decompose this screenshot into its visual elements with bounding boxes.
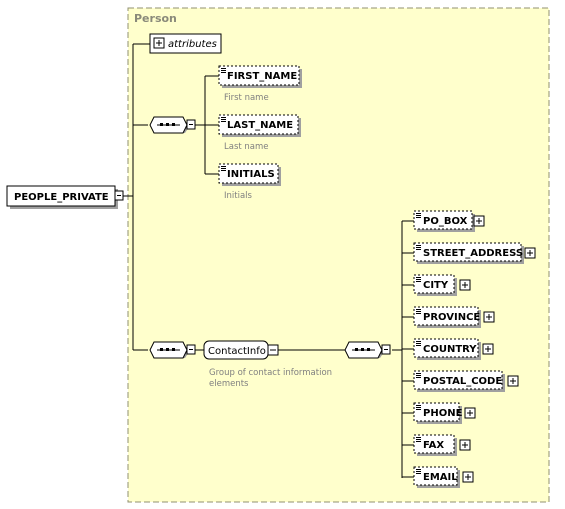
element-fax[interactable]: FAX	[413, 434, 471, 456]
element-country[interactable]: COUNTRY	[413, 338, 494, 360]
element-po-box[interactable]: PO_BOX	[413, 210, 485, 232]
contact-info-doc-line2: elements	[209, 379, 249, 389]
text-content-icon	[416, 309, 421, 314]
text-content-icon	[221, 166, 226, 171]
root-element[interactable]: PEOPLE_PRIVATE	[6, 185, 124, 209]
text-content-icon	[416, 245, 421, 250]
expand-icon[interactable]	[459, 439, 471, 451]
element-email[interactable]: EMAIL	[413, 466, 474, 488]
expand-icon[interactable]	[524, 247, 536, 259]
sequence-names-collapse-icon[interactable]	[186, 119, 196, 130]
text-content-icon	[221, 68, 226, 73]
element-city[interactable]: CITY	[413, 274, 471, 296]
contact-info-doc-line1: Group of contact information	[209, 368, 332, 378]
element-label: FIRST_NAME	[227, 71, 297, 82]
attributes-label: attributes	[168, 39, 217, 50]
element-last-name[interactable]: LAST_NAME	[218, 114, 301, 137]
sequence-address-collapse-icon[interactable]	[381, 344, 391, 355]
expand-icon[interactable]	[483, 311, 495, 323]
expand-icon[interactable]	[473, 215, 485, 227]
element-province[interactable]: PROVINCE	[413, 306, 495, 328]
expand-icon[interactable]	[459, 279, 471, 291]
connectors	[123, 43, 414, 478]
text-content-icon	[416, 341, 421, 346]
text-content-icon	[416, 469, 421, 474]
element-postal-code[interactable]: POSTAL_CODE	[413, 370, 519, 392]
text-content-icon	[416, 213, 421, 218]
root-label: PEOPLE_PRIVATE	[14, 192, 109, 203]
contact-info-label: ContactInfo	[208, 346, 266, 357]
expand-icon[interactable]	[464, 407, 476, 419]
text-content-icon	[416, 437, 421, 442]
element-label: FAX	[423, 440, 444, 451]
element-label: POSTAL_CODE	[423, 376, 502, 387]
element-street-address[interactable]: STREET_ADDRESS	[413, 242, 536, 264]
text-content-icon	[416, 373, 421, 378]
text-content-icon	[416, 277, 421, 282]
element-label: STREET_ADDRESS	[423, 248, 523, 259]
expand-icon[interactable]	[507, 375, 519, 387]
element-first-name[interactable]: FIRST_NAME	[218, 65, 302, 88]
contact-info-group[interactable]: ContactInfo	[203, 340, 279, 360]
text-content-icon	[416, 405, 421, 410]
text-content-icon	[221, 117, 226, 122]
sequence-compositor-names[interactable]	[149, 116, 196, 134]
element-label: EMAIL	[423, 472, 458, 483]
element-label: LAST_NAME	[227, 120, 293, 131]
element-label: CITY	[423, 280, 449, 291]
element-label: PHONE	[423, 408, 463, 419]
sequence-compositor-contact[interactable]	[149, 341, 196, 359]
element-doc: Last name	[224, 142, 269, 152]
element-label: PO_BOX	[423, 216, 468, 227]
attributes-node[interactable]: attributes	[149, 33, 222, 54]
expand-icon[interactable]	[482, 343, 494, 355]
contact-info-collapse-icon[interactable]	[267, 344, 279, 356]
element-phone[interactable]: PHONE	[413, 402, 476, 424]
root-collapse-icon[interactable]	[114, 190, 124, 201]
element-doc: First name	[224, 93, 269, 103]
element-doc: Initials	[224, 191, 253, 201]
element-label: PROVINCE	[423, 312, 480, 323]
element-label: INITIALS	[227, 169, 275, 180]
element-label: COUNTRY	[423, 344, 477, 355]
group-title: Person	[134, 12, 177, 25]
attributes-expand-icon[interactable]	[153, 37, 165, 49]
sequence-compositor-address[interactable]	[344, 341, 391, 359]
element-initials[interactable]: INITIALS	[218, 163, 281, 186]
sequence-contact-collapse-icon[interactable]	[186, 344, 196, 355]
expand-icon[interactable]	[462, 471, 474, 483]
